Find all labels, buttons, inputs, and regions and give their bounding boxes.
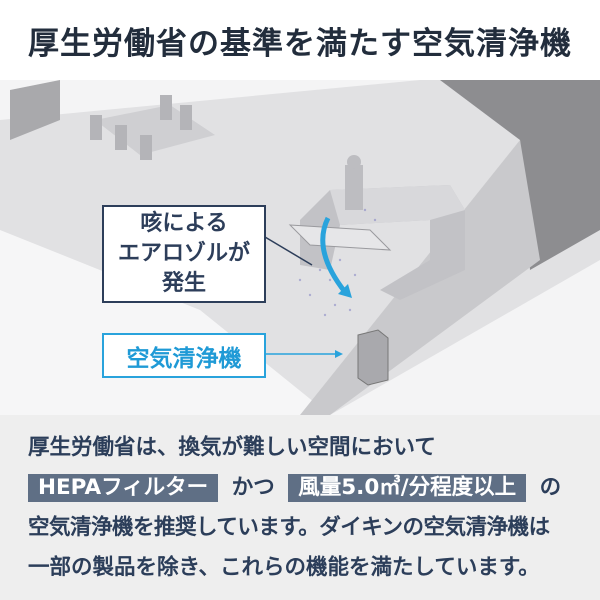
air-purifier-unit <box>357 329 389 386</box>
description-line: 厚生労働省は、換気が難しい空間において <box>28 435 436 460</box>
callout-line: 発生 <box>161 271 206 296</box>
air-purifier-callout: 空気清浄機 <box>102 333 266 378</box>
chair <box>180 105 192 130</box>
office-illustration: 咳による エアロゾルが 発生 空気清浄機 <box>0 80 600 415</box>
hepa-badge: HEPAフィルター <box>28 474 219 502</box>
counter-top <box>330 185 465 225</box>
office-scene-svg <box>0 80 600 415</box>
particle-text: の <box>539 475 562 500</box>
person-head <box>347 155 361 169</box>
callout-line: エアロゾルが <box>117 241 250 266</box>
aerosol-callout: 咳による エアロゾルが 発生 <box>102 205 266 303</box>
chair <box>90 115 102 140</box>
person <box>345 165 363 210</box>
desk <box>288 224 392 251</box>
description-line: 一部の製品を除き、これらの機能を満たしています。 <box>28 555 540 580</box>
aerosol-pointer <box>264 236 313 266</box>
airflow-badge: 風量5.0㎥/分程度以上 <box>288 474 527 502</box>
chair <box>140 135 152 160</box>
description-line: 空気清浄機を推奨しています。ダイキンの空気清浄機は <box>28 515 550 540</box>
description-line-badges: HEPAフィルター かつ 風量5.0㎥/分程度以上 の <box>28 468 588 508</box>
page-title: 厚生労働省の基準を満たす空気清浄機 <box>0 0 600 80</box>
left-block <box>10 80 60 140</box>
connector-text: かつ <box>231 475 275 500</box>
callout-line: 咳による <box>140 211 228 236</box>
chair <box>115 125 127 150</box>
airflow-arrowhead <box>338 284 352 298</box>
back-wall <box>440 80 600 270</box>
purifier-pointer-head <box>335 350 343 358</box>
description: 厚生労働省は、換気が難しい空間において HEPAフィルター かつ 風量5.0㎥/… <box>28 428 588 588</box>
chair <box>160 95 172 120</box>
airflow-arrow <box>320 216 347 294</box>
